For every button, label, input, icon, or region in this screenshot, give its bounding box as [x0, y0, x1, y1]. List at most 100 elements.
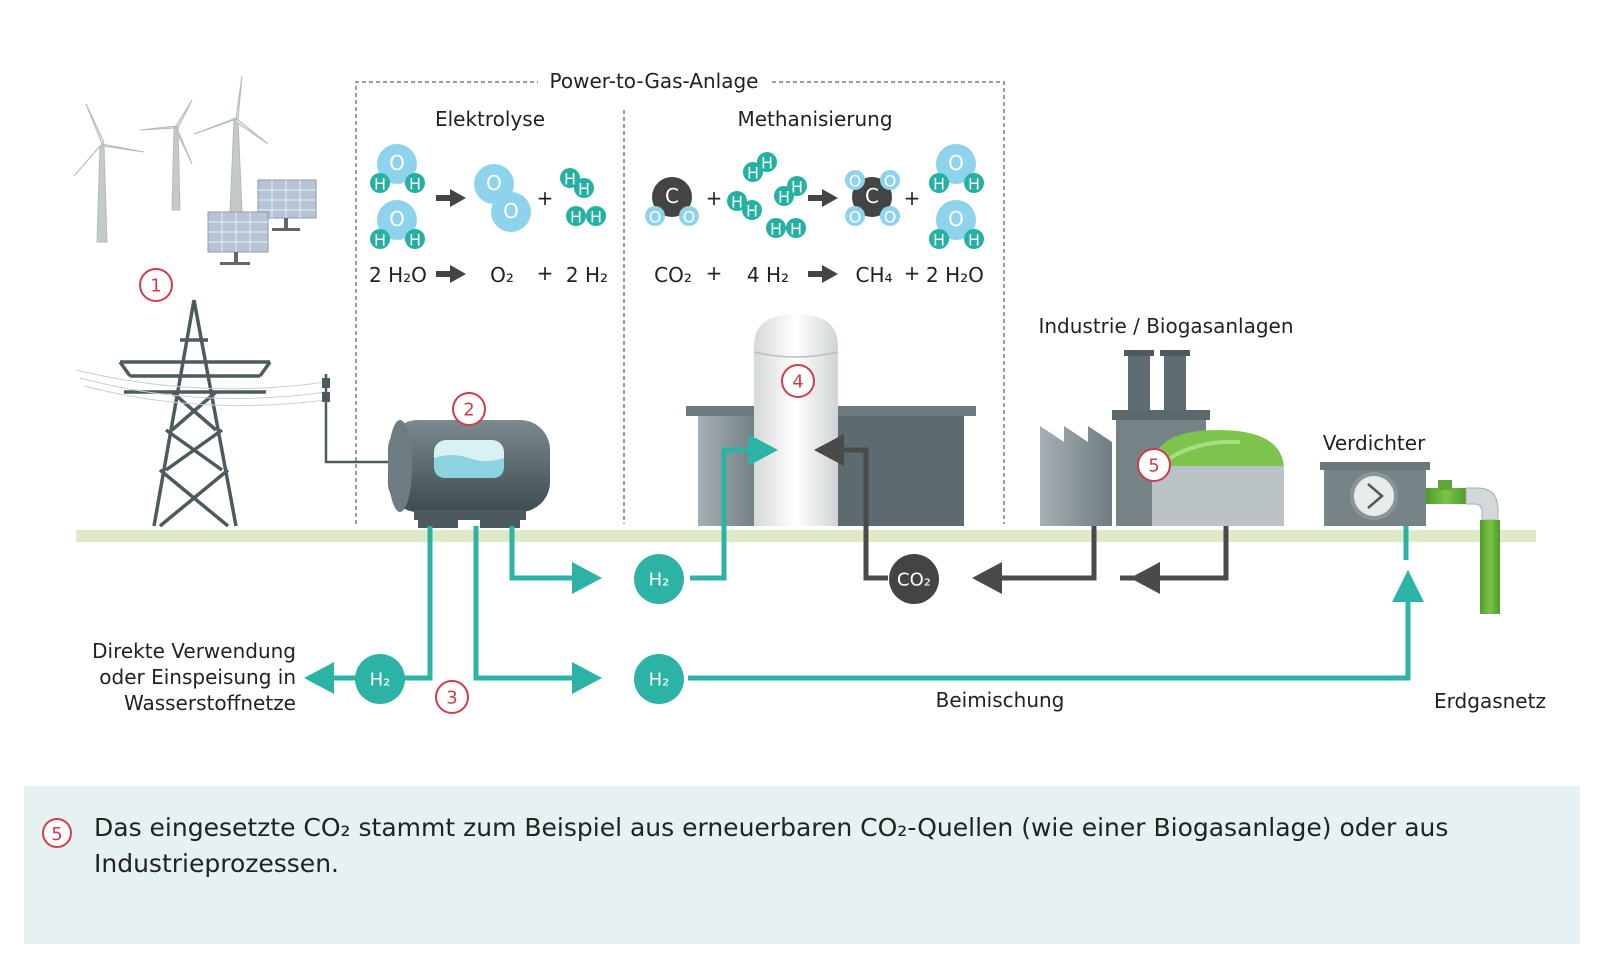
h2-node-blending — [634, 654, 684, 704]
svg-text:2: 2 — [463, 400, 474, 421]
svg-text:H: H — [790, 220, 802, 239]
water-molecule-icon: O H H — [929, 144, 984, 194]
co2-arrowheads — [814, 434, 1160, 594]
erdgasnetz-label: Erdgasnetz — [1434, 689, 1546, 713]
svg-text:4: 4 — [792, 372, 803, 393]
eq-co2: CO₂ — [654, 263, 692, 287]
svg-text:H: H — [747, 164, 759, 183]
hydrogen-arrowheads — [304, 434, 1424, 694]
svg-text:H: H — [409, 175, 421, 194]
eq-2h2: 2 H₂ — [566, 263, 608, 287]
co2-node-label: CO₂ — [897, 570, 931, 591]
svg-text:H: H — [578, 180, 590, 199]
eq-o2: O₂ — [490, 263, 514, 287]
svg-text:H: H — [409, 231, 421, 250]
svg-text:H: H — [374, 231, 386, 250]
gas-network-pipe — [1426, 480, 1500, 614]
oxygen-molecule-icon: O O — [474, 164, 531, 232]
elektrolyse-heading: Elektrolyse — [435, 107, 545, 131]
power-lines — [75, 369, 327, 407]
svg-text:1: 1 — [150, 276, 161, 297]
equation-arrow-icon — [808, 265, 838, 283]
verdichter-label: Verdichter — [1323, 431, 1426, 455]
svg-text:O: O — [389, 207, 405, 231]
co2-node — [889, 554, 939, 604]
direkt-label-line3: Wasserstoffnetze — [124, 691, 296, 715]
svg-text:O: O — [948, 207, 964, 231]
plus-sign: + — [537, 186, 554, 210]
svg-text:H: H — [933, 175, 945, 194]
svg-text:H: H — [570, 208, 582, 227]
eq-ch4: CH₄ — [855, 263, 892, 287]
methanation-reactor — [686, 314, 976, 526]
svg-text:3: 3 — [446, 688, 457, 709]
wind-turbines-icon — [73, 75, 269, 243]
svg-text:H: H — [374, 175, 386, 194]
svg-text:H: H — [933, 231, 945, 250]
direkt-label-line1: Direkte Verwendung — [92, 639, 296, 663]
svg-text:O: O — [849, 208, 862, 227]
direkt-label-line2: oder Einspeisung in — [99, 665, 296, 689]
svg-text:H: H — [770, 220, 782, 239]
industrie-label: Industrie / Biogasanlagen — [1038, 314, 1293, 338]
footnote-box — [24, 786, 1580, 944]
compressor-unit — [1320, 462, 1430, 526]
plus-sign: + — [904, 186, 921, 210]
beimischung-label: Beimischung — [936, 688, 1065, 712]
svg-text:C: C — [665, 184, 679, 208]
svg-text:O: O — [884, 208, 897, 227]
svg-text:O: O — [649, 208, 662, 227]
hydrogen-molecule-icon: H H — [566, 206, 606, 227]
eq-plus: + — [537, 261, 554, 285]
electrolyser-tank — [388, 420, 550, 528]
svg-text:O: O — [884, 172, 897, 191]
marker-5: 5 — [1137, 448, 1171, 482]
power-to-gas-frame — [355, 81, 1005, 524]
svg-text:H: H — [731, 193, 743, 212]
plus-sign: + — [706, 186, 723, 210]
methanation-molecules: C O O + H H H H H H H H C O O O O + O H … — [645, 144, 984, 250]
svg-text:O: O — [683, 208, 696, 227]
svg-text:H: H — [968, 175, 980, 194]
h2-node-direct-label: H₂ — [370, 670, 391, 691]
marker-2: 2 — [452, 392, 486, 426]
reaction-arrow-icon — [808, 189, 838, 207]
h2-node-direct — [355, 654, 405, 704]
svg-text:C: C — [865, 184, 879, 208]
svg-text:H: H — [746, 202, 758, 221]
grid-connection-line — [324, 374, 392, 464]
svg-text:5: 5 — [1148, 456, 1159, 477]
biogas-digester — [1152, 430, 1284, 526]
footnote-text: Das eingesetzte CO₂ stammt zum Beispiel … — [94, 813, 1449, 878]
methane-molecule-icon: C O O O O — [845, 170, 900, 227]
svg-text:H: H — [778, 188, 790, 207]
eq-2h2o: 2 H₂O — [369, 263, 427, 287]
svg-text:H: H — [590, 208, 602, 227]
svg-text:H: H — [791, 178, 803, 197]
svg-text:O: O — [486, 171, 502, 195]
eq-2h2o: 2 H₂O — [926, 263, 984, 287]
water-molecule-icon: O H H — [370, 144, 425, 194]
h2-node-blending-label: H₂ — [649, 670, 670, 691]
svg-text:O: O — [503, 199, 519, 223]
svg-text:O: O — [948, 151, 964, 175]
h2-node-methanation-label: H₂ — [649, 570, 670, 591]
eq-plus: + — [706, 261, 723, 285]
svg-text:O: O — [849, 172, 862, 191]
reaction-arrow-icon — [436, 189, 466, 207]
svg-text:H: H — [564, 170, 576, 189]
marker-1: 1 — [139, 268, 173, 302]
methanisierung-heading: Methanisierung — [737, 107, 892, 131]
water-molecule-icon: O H H — [370, 200, 425, 250]
h2-flow-nodes: H₂ H₂ H₂ — [355, 554, 684, 704]
hydrogen-molecules-icon: H H H H H H H H — [727, 152, 807, 239]
power-pylon-icon — [118, 299, 272, 528]
marker-4: 4 — [781, 364, 815, 398]
eq-4h2: 4 H₂ — [747, 263, 789, 287]
svg-text:H: H — [968, 231, 980, 250]
svg-text:H: H — [761, 154, 773, 173]
eq-plus: + — [904, 261, 921, 285]
solar-panels-icon — [207, 179, 317, 265]
